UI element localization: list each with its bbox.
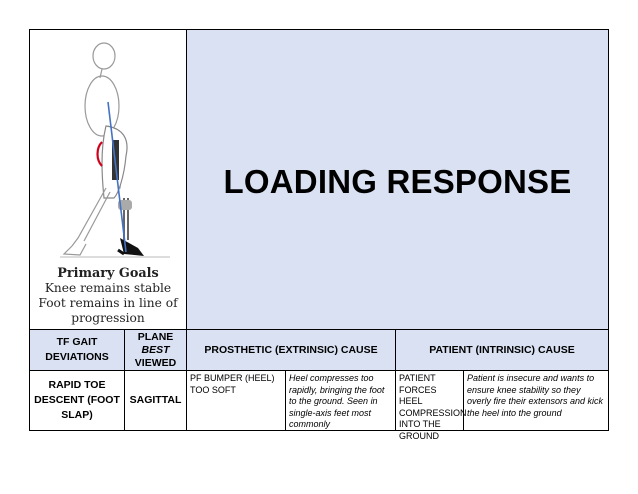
illustration-panel: Primary Goals Knee remains stable Foot r… [30,30,187,330]
primary-goals-heading: Primary Goals [57,266,159,281]
hip-extensor-marker [96,141,103,167]
row-deviation-text: RAPID TOE DESCENT (FOOT SLAP) [34,379,120,421]
primary-goals: Primary Goals Knee remains stable Foot r… [30,266,186,326]
row-plane: SAGITTAL [125,371,187,430]
header-deviation-label: TF GAIT DEVIATIONS [45,336,109,363]
header-patient-cause: PATIENT (INTRINSIC) CAUSE [396,330,608,371]
row-patient-detail: Patient is insecure and wants to ensure … [467,373,604,418]
row-patient-cause: PATIENT FORCES HEEL COMPRESSION INTO THE… [396,371,467,441]
gait-figure-illustration [60,42,170,258]
header-prosthetic-cause: PROSTHETIC (EXTRINSIC) CAUSE [187,330,396,371]
header-patient-label: PATIENT (INTRINSIC) CAUSE [429,344,575,356]
header-prosthetic-label: PROSTHETIC (EXTRINSIC) CAUSE [204,344,378,356]
header-plane-line: PLANE [137,330,174,343]
prosthetic-knee [118,200,132,210]
goal-line: Knee remains stable [44,281,172,295]
header-plane-line: BEST [141,343,170,356]
row-plane-text: SAGITTAL [129,394,182,406]
row-prosthetic-detail: Heel compresses too rapidly, bringing th… [286,371,396,430]
goal-line: Foot remains in line of [38,296,178,310]
line-of-progression [107,101,127,253]
figure-torso [84,75,120,137]
goal-line: progression [71,311,145,325]
header-plane-line: VIEWED [134,356,177,369]
row-prosthetic-cause: PF BUMPER (HEEL) TOO SOFT [187,371,286,430]
slide-frame: Primary Goals Knee remains stable Foot r… [29,29,609,441]
row-deviation: RAPID TOE DESCENT (FOOT SLAP) [30,371,125,430]
header-deviation: TF GAIT DEVIATIONS [30,330,125,371]
header-plane: PLANE BEST VIEWED [125,330,187,371]
figure-head [92,42,116,70]
title-panel: LOADING RESPONSE [187,30,608,330]
slide-title: LOADING RESPONSE [223,162,572,200]
